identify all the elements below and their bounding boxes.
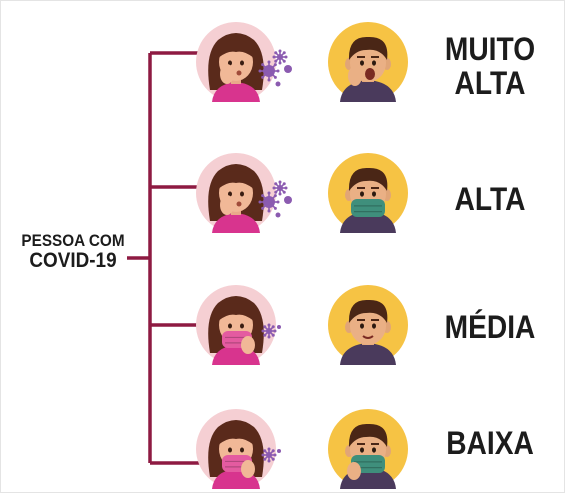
- risk-label-muito-alta: MUITO ALTA: [428, 31, 551, 101]
- risk-label-line1: MÉDIA: [444, 309, 536, 345]
- shirt: [340, 211, 396, 233]
- risk-label-line1: MUITO: [444, 31, 536, 67]
- virus-icon: [261, 323, 277, 339]
- source-label: PESSOA COM COVID-19: [8, 232, 138, 272]
- eye: [228, 447, 232, 453]
- boy-unmasked-icon: [328, 285, 408, 365]
- virus-icon: [261, 447, 277, 463]
- mouth: [365, 68, 375, 80]
- shirt: [340, 343, 396, 365]
- virus-icon: [258, 191, 280, 213]
- risk-label-line2: ALTA: [454, 64, 526, 101]
- girl-sneezing-uncovered-icon: [196, 153, 292, 233]
- risk-label-baixa: BAIXA: [428, 425, 551, 461]
- eye: [240, 323, 244, 329]
- hand: [220, 64, 234, 84]
- eye: [228, 60, 232, 66]
- eye: [372, 191, 376, 197]
- hair: [348, 299, 388, 323]
- eye: [360, 447, 364, 453]
- virus-icon: [272, 49, 288, 65]
- source-label-line1: PESSOA COM: [21, 231, 125, 250]
- face-mask-icon: [351, 199, 385, 217]
- hand: [241, 460, 255, 478]
- boy-yawning-uncovered-icon: [328, 22, 408, 102]
- girl-sneezing-uncovered-icon: [196, 22, 292, 102]
- hair: [348, 36, 388, 60]
- eye: [228, 191, 232, 197]
- people-illustrations: [196, 22, 408, 489]
- tree-connector: [127, 51, 208, 465]
- risk-label-line1: BAIXA: [446, 425, 534, 461]
- risk-label-media: MÉDIA: [428, 309, 551, 345]
- hand: [348, 66, 362, 86]
- source-label-line2: COVID-19: [29, 248, 117, 272]
- hand: [220, 195, 234, 215]
- risk-label-alta: ALTA: [428, 181, 551, 217]
- face: [350, 307, 386, 345]
- girl-wearing-mask-coughing-icon: [196, 409, 281, 489]
- eye: [360, 191, 364, 197]
- eye: [240, 447, 244, 453]
- eye: [240, 60, 244, 66]
- eye: [372, 323, 376, 329]
- eye: [240, 191, 244, 197]
- eye: [360, 60, 364, 66]
- hair: [348, 423, 388, 447]
- hand: [347, 462, 361, 480]
- eye: [372, 60, 376, 66]
- eye: [228, 323, 232, 329]
- hair: [348, 167, 388, 191]
- hand: [241, 336, 255, 354]
- eye: [360, 323, 364, 329]
- shirt: [212, 82, 260, 102]
- boy-wearing-mask-icon: [328, 153, 408, 233]
- virus-icon: [272, 180, 288, 196]
- virus-icon: [258, 60, 280, 82]
- mouth: [236, 201, 242, 207]
- mouth: [236, 70, 242, 76]
- boy-wearing-mask-icon: [328, 409, 408, 489]
- shirt: [212, 213, 260, 233]
- mouth: [362, 335, 374, 339]
- girl-wearing-mask-coughing-icon: [196, 285, 281, 365]
- risk-label-line1: ALTA: [454, 181, 526, 217]
- eye: [372, 447, 376, 453]
